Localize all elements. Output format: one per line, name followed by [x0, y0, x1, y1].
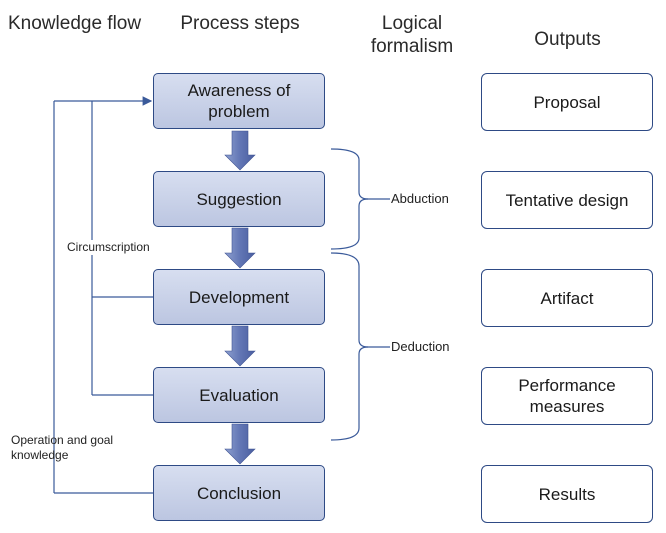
step-suggestion: Suggestion	[153, 171, 325, 227]
step-label: Conclusion	[196, 483, 282, 503]
step-conclusion: Conclusion	[153, 465, 325, 521]
operation-goal-loop	[53, 101, 153, 494]
step-development: Development	[153, 269, 325, 325]
step-evaluation: Evaluation	[153, 367, 325, 423]
step-label: Awareness of problem	[187, 81, 291, 121]
output-label: Tentative design	[505, 190, 629, 210]
step-label: Suggestion	[196, 189, 282, 209]
output-label: Artifact	[540, 288, 594, 308]
down-arrow-2	[224, 227, 256, 269]
step-label: Development	[188, 287, 290, 307]
header-outputs: Outputs	[534, 29, 601, 50]
deduction-bracket	[330, 252, 390, 441]
deduction-label: Deduction	[391, 339, 450, 354]
header-process-steps: Process steps	[180, 13, 300, 34]
output-performance-measures: Performance measures	[481, 367, 653, 425]
down-arrow-1	[224, 130, 256, 171]
circumscription-label: Circumscription	[66, 240, 151, 255]
operation-goal-label: Operation and goal knowledge	[11, 433, 114, 462]
output-label: Proposal	[533, 92, 601, 112]
output-results: Results	[481, 465, 653, 523]
header-logical-formalism: Logical formalism	[370, 13, 454, 57]
output-label: Results	[538, 484, 596, 504]
output-proposal: Proposal	[481, 73, 653, 131]
header-knowledge-flow: Knowledge flow	[8, 13, 142, 34]
down-arrow-3	[224, 325, 256, 367]
step-awareness-of-problem: Awareness of problem	[153, 73, 325, 129]
abduction-label: Abduction	[391, 191, 449, 206]
abduction-bracket	[330, 148, 390, 250]
output-tentative-design: Tentative design	[481, 171, 653, 229]
down-arrow-4	[224, 423, 256, 465]
output-label: Performance measures	[518, 376, 616, 416]
output-artifact: Artifact	[481, 269, 653, 327]
step-label: Evaluation	[199, 385, 279, 405]
